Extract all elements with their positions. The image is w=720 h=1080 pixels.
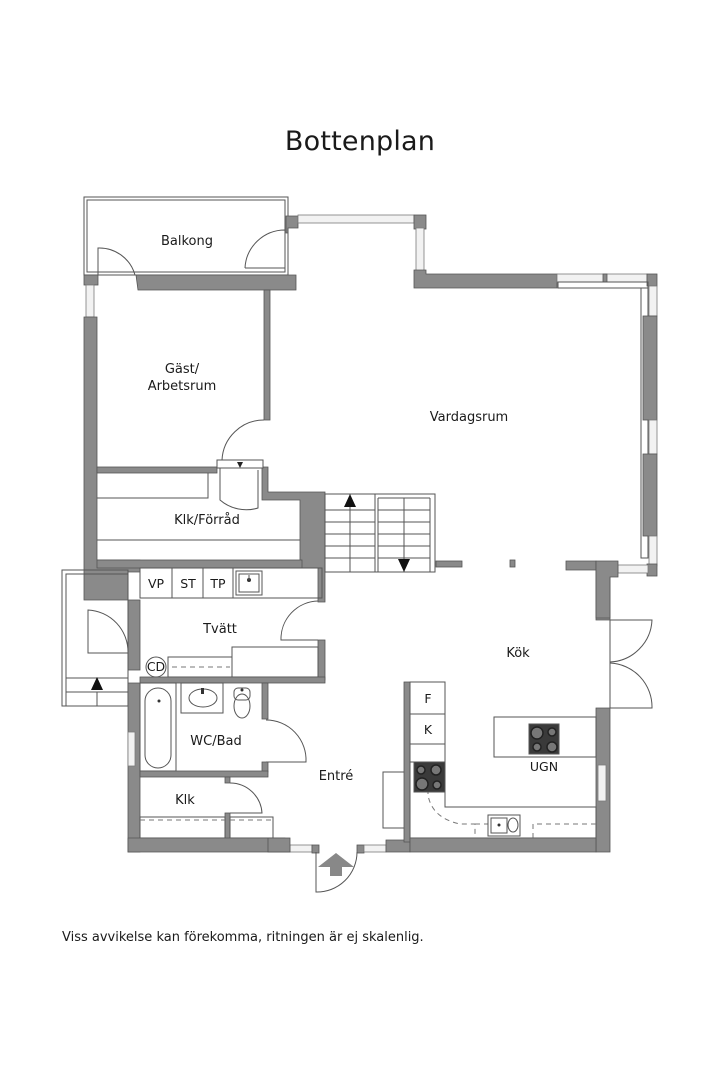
fixture-label-tp: TP xyxy=(209,576,226,591)
stairs-down-arrow-icon xyxy=(398,559,410,572)
hob-counter xyxy=(413,761,446,793)
room-label-gast-1: Gäst/ xyxy=(165,362,200,377)
room-label-klk-forrad: Klk/Förråd xyxy=(174,513,240,528)
room-label-klk: Klk xyxy=(175,793,195,808)
fixture-label-oven: UGN xyxy=(530,759,558,774)
bathroom xyxy=(139,682,307,778)
side-entrance xyxy=(61,569,141,853)
fixture-label-freezer: K xyxy=(424,722,433,737)
closet xyxy=(127,776,291,853)
windows-top xyxy=(297,214,658,559)
kitchen xyxy=(409,681,597,853)
hob-island xyxy=(528,723,560,755)
room-label-wc-bad: WC/Bad xyxy=(190,734,241,749)
living-kitchen-partition xyxy=(435,559,619,621)
laundry xyxy=(127,567,326,684)
fixture-label-st: ST xyxy=(180,576,196,591)
stairs-up-arrow-icon xyxy=(344,494,356,507)
room-label-balkong: Balkong xyxy=(161,234,213,249)
staircase xyxy=(324,493,436,573)
room-label-tvatt: Tvätt xyxy=(202,622,237,637)
disclaimer-note: Viss avvikelse kan förekomma, ritningen … xyxy=(62,930,424,945)
east-wall xyxy=(617,315,658,577)
room-label-entre: Entré xyxy=(319,769,354,784)
entrance-arrow-icon xyxy=(318,853,354,876)
entrance-hall xyxy=(289,681,411,893)
fixture-label-cd: CD xyxy=(147,659,165,674)
fixture-label-fridge: F xyxy=(424,691,431,706)
room-label-kok: Kök xyxy=(506,646,530,661)
storage-shelves xyxy=(97,473,300,541)
fixture-label-vp: VP xyxy=(148,576,165,591)
guest-room-door xyxy=(216,419,265,511)
room-label-gast-2: Arbetsrum xyxy=(148,379,217,394)
west-wall xyxy=(83,284,326,603)
room-label-vardagsrum: Vardagsrum xyxy=(430,410,508,425)
kitchen-patio-doors xyxy=(595,619,653,853)
page-title: Bottenplan xyxy=(284,126,436,157)
